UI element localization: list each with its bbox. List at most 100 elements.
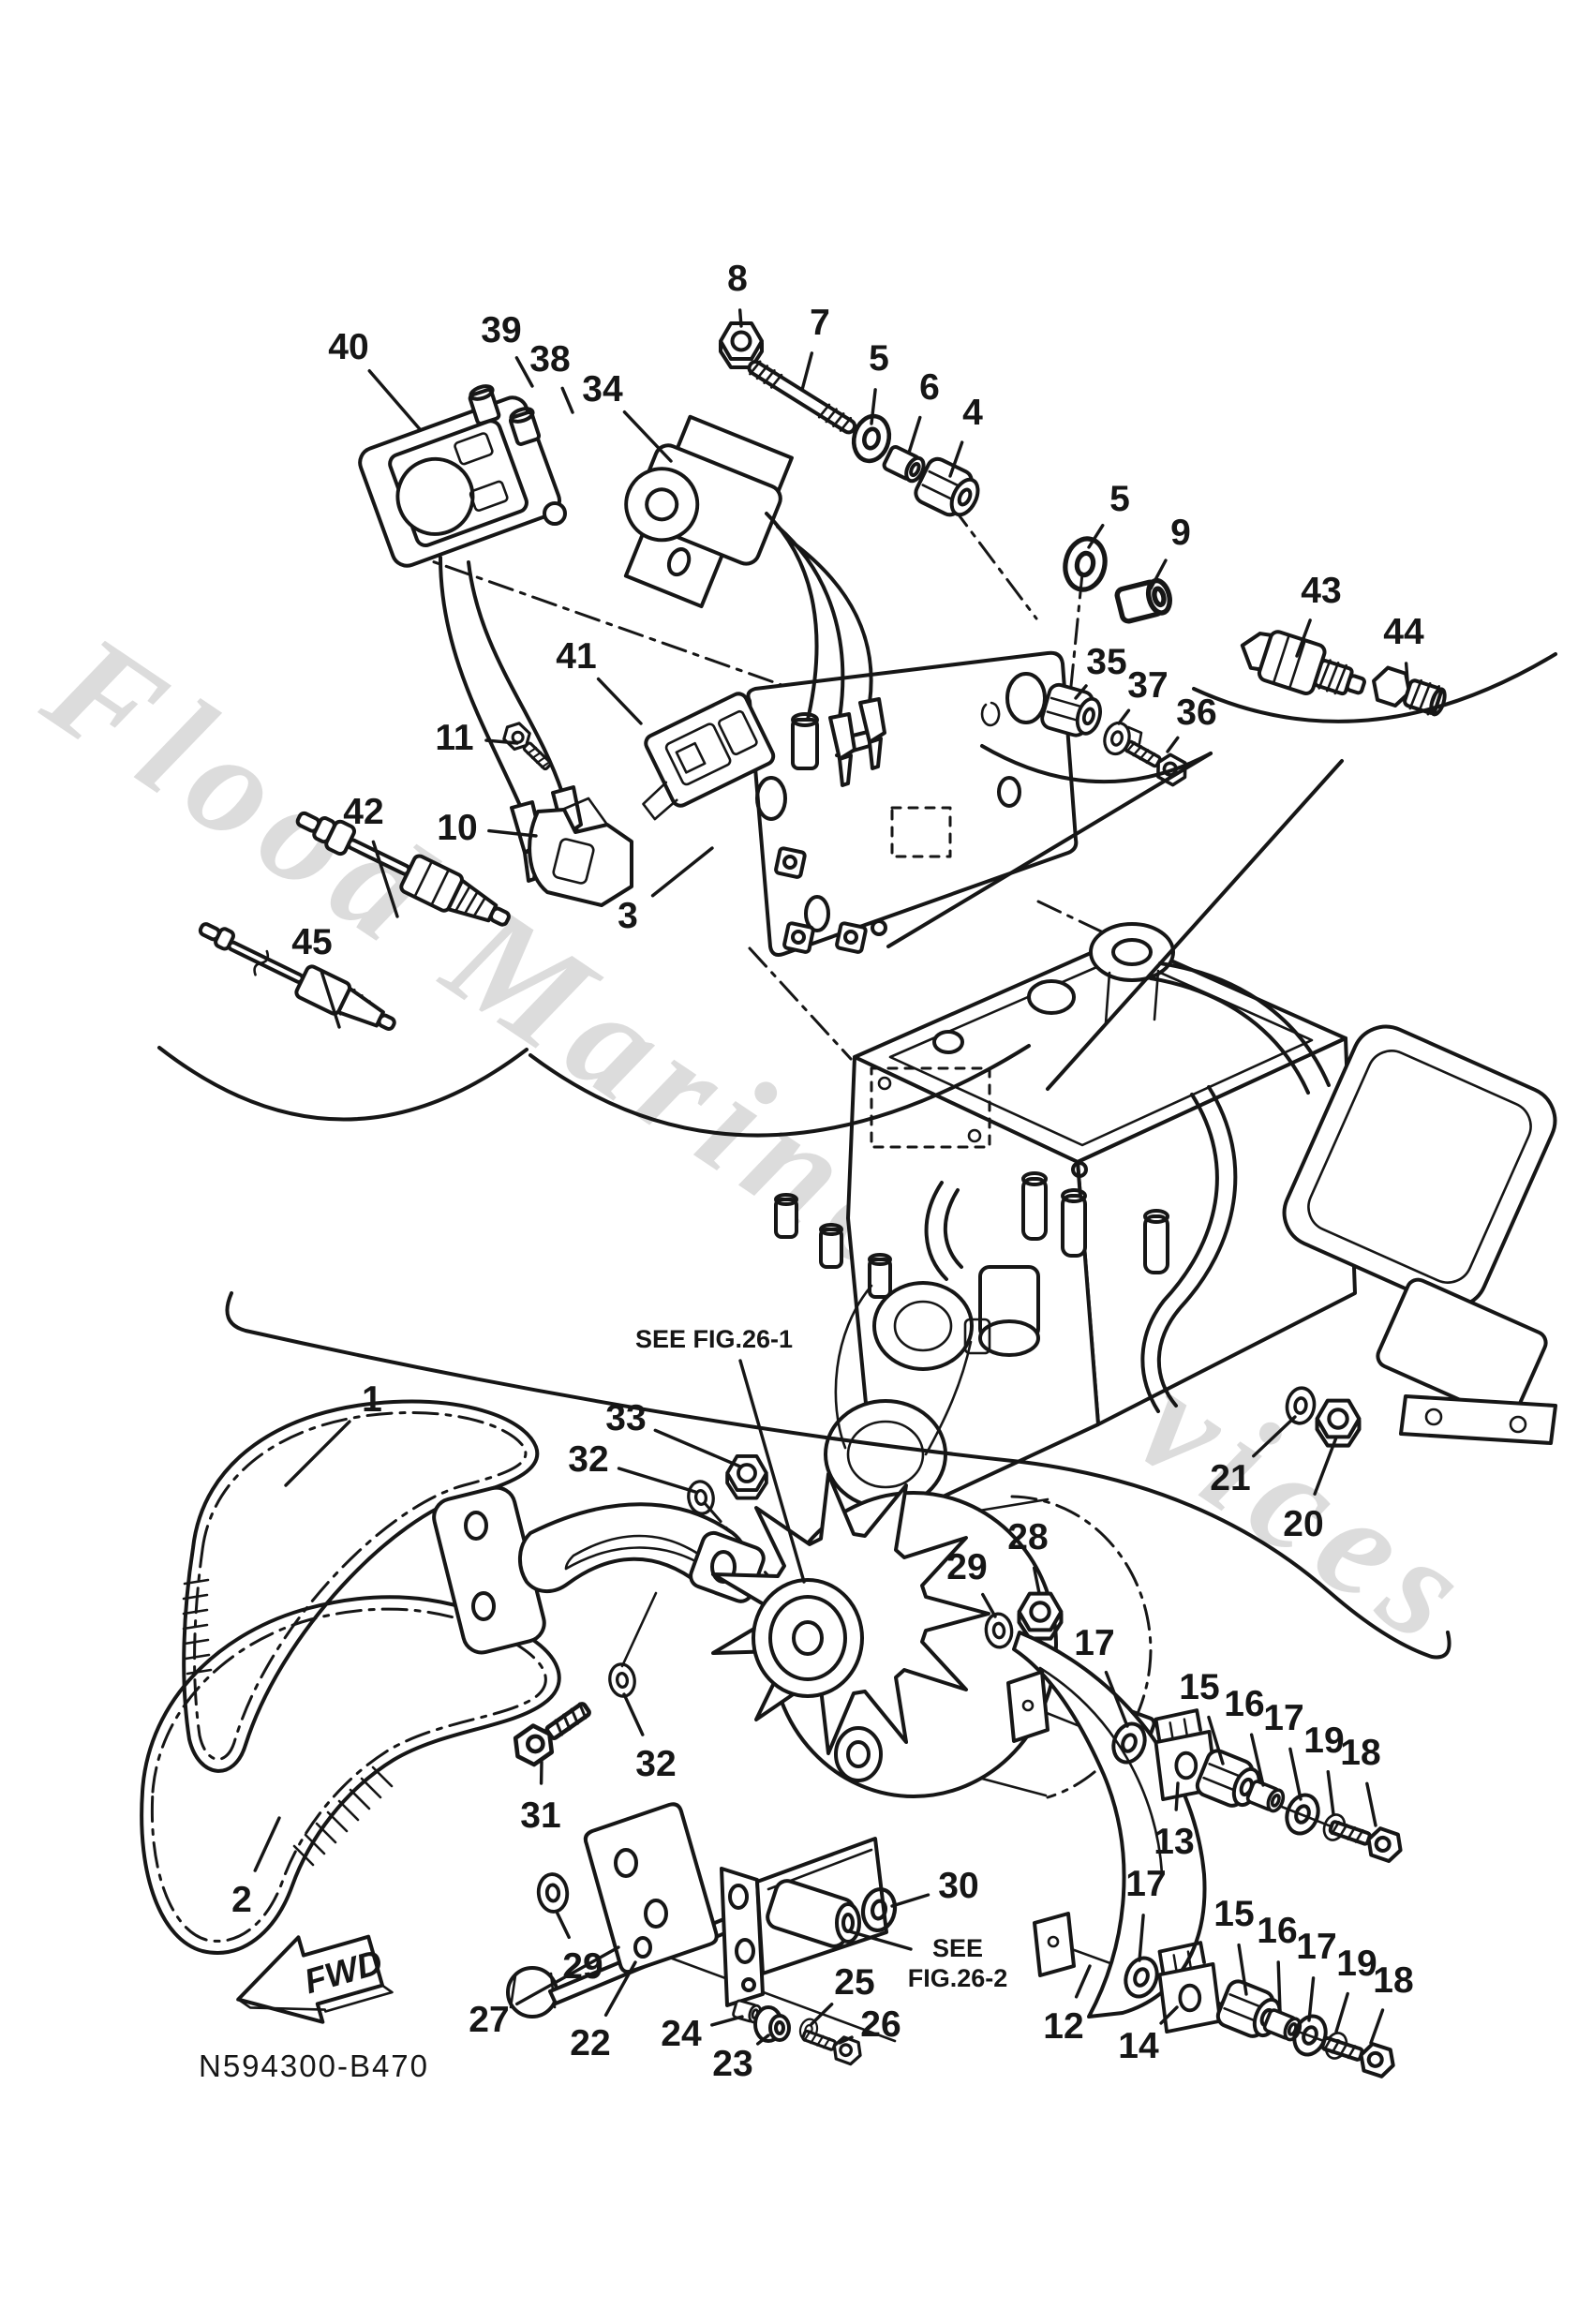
fwd-arrow: FWD [236,1934,394,2024]
starter-solenoid-40 [358,384,583,883]
callout-leader-10 [487,828,538,838]
plug-44 [1372,665,1447,717]
callout-16: 16 [1224,1684,1264,1724]
callout-3: 3 [618,896,638,936]
callout-leader-11 [484,738,519,745]
callout-33: 33 [605,1398,646,1438]
callout-leader-22 [603,1960,637,2018]
callout-leader-15 [1207,1715,1225,1765]
engine-illustration [774,922,1557,1510]
callout-leader-17 [1288,1747,1303,1801]
callout-leader-5 [1087,524,1105,549]
callout-8: 8 [727,259,748,299]
callout-leader-32 [617,1467,697,1494]
callout-12: 12 [1043,2006,1083,2047]
callout-leader-17 [1104,1670,1129,1728]
callout-leader-45 [320,970,341,1029]
callout-38: 38 [529,339,570,380]
callout-17: 17 [1125,1864,1166,1904]
callout-10: 10 [437,808,477,848]
callout-leader-28 [1032,1566,1041,1595]
alternator-illustration [689,1472,1156,1799]
callout-leader-24 [710,2015,744,2027]
callout-leader-35 [1074,684,1088,700]
bolt-31 [509,1695,596,1770]
bushing-23 [753,2005,791,2043]
callout-45: 45 [291,922,332,962]
callout-23: 23 [712,2044,752,2084]
callout-leader-29 [981,1592,997,1618]
screw-11 [498,717,558,777]
callout-leader-27 [514,1945,620,2006]
callout-16: 16 [1257,1911,1297,1951]
callout-44: 44 [1383,612,1424,652]
callout-swooshes [157,652,1557,1660]
callout-9: 9 [1170,513,1191,553]
callout-40: 40 [328,327,368,367]
callout-24: 24 [661,2014,702,2054]
nut-28 [1020,1594,1062,1639]
washer-32-lower [605,1661,639,1700]
callout-leader-16 [1249,1733,1265,1787]
callout-leader-26 [838,2035,854,2045]
callout-6: 6 [919,367,940,408]
callout-leader-29 [555,1910,571,1940]
callout-leader-43 [1295,618,1312,658]
callout-leader-14 [1159,2005,1179,2025]
callout-27: 27 [469,2000,509,2040]
callout-leader-25 [810,2003,834,2026]
callout-leader-17 [1138,1914,1145,1962]
callout-leader-7 [800,351,814,392]
oil-pressure-sender-43 [1240,630,1366,696]
callout-leader-37 [1117,708,1131,725]
callout-leader-12 [1074,1964,1092,1999]
callout-39: 39 [481,310,521,350]
callout-leader-3 [650,846,714,898]
callout-32: 32 [568,1439,608,1480]
callout-7: 7 [810,303,830,343]
callout-34: 34 [582,369,623,410]
callout-29: 29 [946,1547,987,1587]
callout-leader-13 [1174,1781,1180,1811]
callout-36: 36 [1176,693,1216,733]
callout-29: 29 [562,1946,603,1987]
callout-17: 17 [1074,1623,1114,1663]
callout-leader-18 [1369,2008,1385,2045]
temp-sensor-45 [198,922,396,1031]
callout-17: 17 [1296,1927,1336,1967]
adjuster-bracket [720,1837,888,2007]
callout-37: 37 [1127,665,1168,706]
callout-leader-39 [514,356,534,388]
callout-4: 4 [962,393,983,433]
callout-32: 32 [635,1744,676,1784]
callout-leader-36 [1166,736,1180,753]
plate-22 [583,1802,719,1974]
callout-25: 25 [834,1962,874,2003]
bolt-26 [798,2022,866,2068]
callout-leader-23 [755,2034,770,2046]
callout-15: 15 [1179,1667,1219,1707]
note-leader-fig26-1 [738,1359,806,1584]
washer-29-lower [535,1870,571,1915]
callout-15: 15 [1213,1894,1254,1934]
callout-leader-19 [1334,1991,1349,2034]
callout-35: 35 [1086,642,1126,682]
callout-30: 30 [938,1866,978,1906]
v-belt-2 [140,1595,561,1955]
callout-20: 20 [1283,1504,1323,1544]
callout-leader-4 [948,440,964,478]
callout-leader-9 [1149,559,1168,590]
callout-43: 43 [1301,571,1341,611]
callout-leader-42 [371,840,399,918]
callout-leader-21 [1252,1415,1297,1458]
callout-26: 26 [860,2004,901,2045]
callout-5: 5 [1109,479,1130,519]
callout-28: 28 [1007,1517,1048,1557]
callout-leader-18 [1365,1781,1377,1827]
callout-18: 18 [1340,1733,1380,1773]
callout-leader-15 [1237,1943,1248,1996]
mounting-plate-3 [746,650,1079,957]
thermo-sensor-42 [295,811,511,927]
